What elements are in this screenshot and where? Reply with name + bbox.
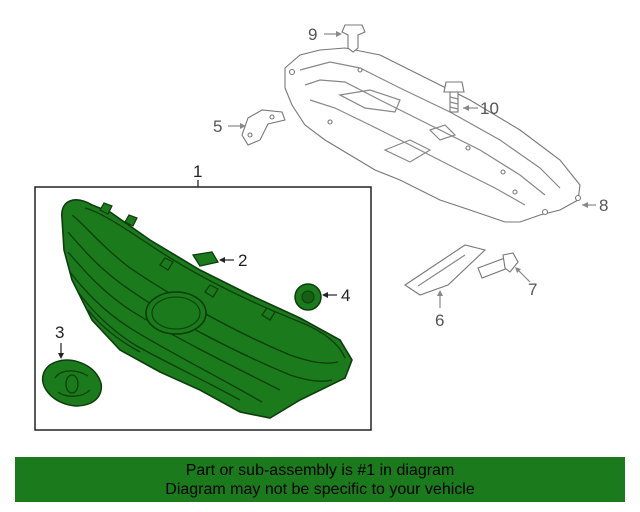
info-banner: Part or sub-assembly is #1 in diagram Di… <box>15 457 625 502</box>
callout-1-label: 1 <box>193 162 202 181</box>
callout-8-label: 8 <box>599 196 608 215</box>
callout-5: 5 <box>213 117 246 136</box>
bracket-part-5[interactable] <box>241 109 286 146</box>
parts-diagram: 8 9 10 5 6 <box>34 24 608 431</box>
callout-5-label: 5 <box>213 117 222 136</box>
callout-9-label: 9 <box>308 25 317 44</box>
banner-line-2: Diagram may not be specific to your vehi… <box>165 481 475 498</box>
callout-7: 7 <box>515 267 537 299</box>
callout-9: 9 <box>308 25 342 44</box>
callout-2: 2 <box>219 251 247 270</box>
bolt-part-10[interactable] <box>443 81 465 113</box>
radiator-cover-part-8[interactable] <box>284 47 582 223</box>
grille-part-1[interactable] <box>61 199 353 419</box>
callout-10-label: 10 <box>480 99 499 118</box>
clip-part-9[interactable] <box>341 24 366 53</box>
grille-assembly-box <box>34 180 372 431</box>
nut-part-4[interactable] <box>294 283 322 311</box>
callout-4-label: 4 <box>341 286 350 305</box>
callout-6: 6 <box>435 290 444 330</box>
strip-part-6[interactable] <box>404 244 487 296</box>
callout-10: 10 <box>463 99 499 118</box>
callout-2-label: 2 <box>238 251 247 270</box>
callout-4: 4 <box>322 286 350 305</box>
banner-line-1: Part or sub-assembly is #1 in diagram <box>185 462 455 479</box>
callout-3-label: 3 <box>55 323 64 342</box>
callout-8: 8 <box>582 196 608 215</box>
callout-3: 3 <box>55 323 64 359</box>
callout-6-label: 6 <box>435 311 444 330</box>
clip-part-2[interactable] <box>191 251 220 267</box>
bolt-part-7[interactable] <box>477 252 519 279</box>
callout-7-label: 7 <box>528 280 537 299</box>
emblem-part-3[interactable] <box>37 353 108 413</box>
